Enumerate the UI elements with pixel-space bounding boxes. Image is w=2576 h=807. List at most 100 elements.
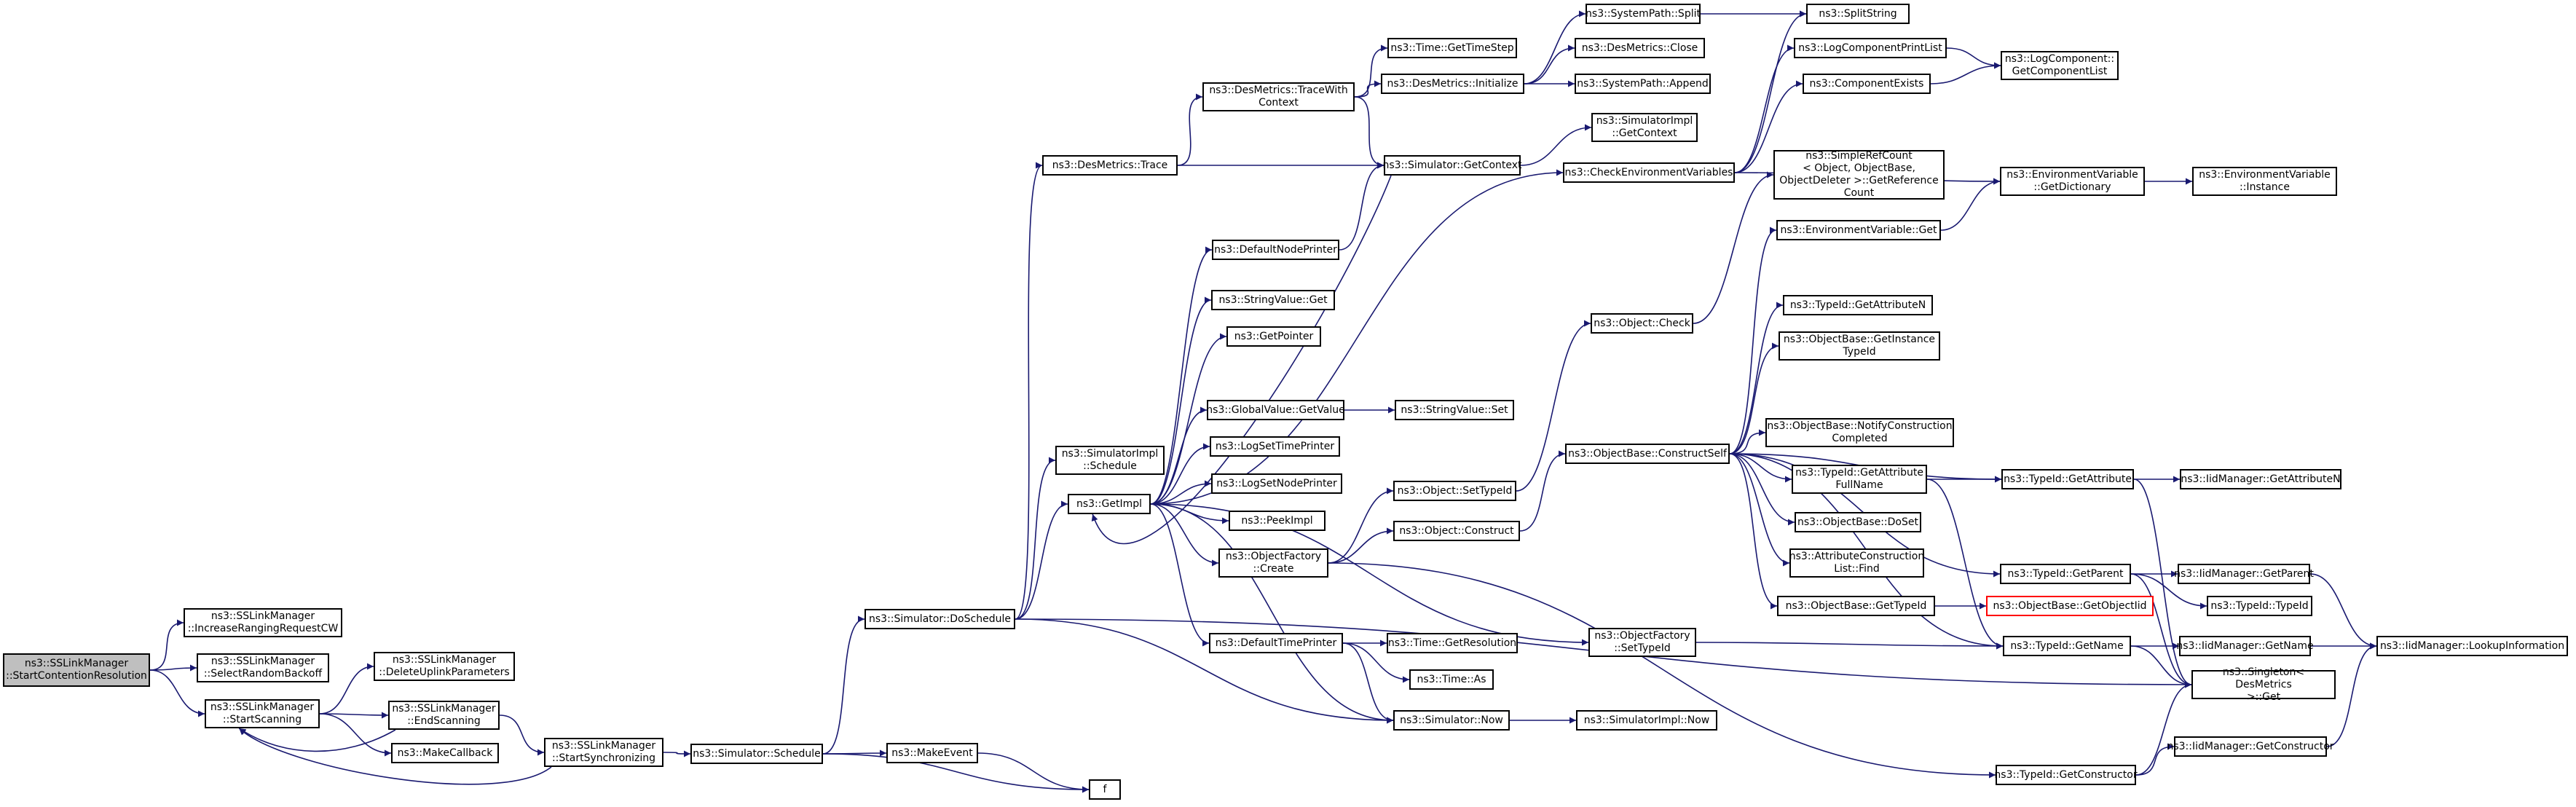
edge-n29-to-n19 bbox=[1339, 162, 1384, 251]
node-n64[interactable]: ns3::TypeId::TypeId bbox=[2207, 596, 2312, 616]
edge-n15-to-n29 bbox=[1150, 246, 1213, 505]
node-n41[interactable]: ns3::Simulator::Now bbox=[1393, 710, 1510, 731]
edge-n8-to-n4 bbox=[238, 728, 552, 785]
node-n40[interactable]: ns3::Time::As bbox=[1409, 669, 1494, 690]
edge-n15-to-n38 bbox=[1150, 503, 1210, 647]
node-n65[interactable]: ns3::TypeId::GetName bbox=[2003, 636, 2131, 656]
node-n24[interactable]: ns3::SplitString bbox=[1806, 4, 1910, 24]
node-n63[interactable]: ns3::IidManager::GetParent bbox=[2174, 564, 2314, 584]
edge-n55-to-n65 bbox=[1926, 479, 2004, 650]
node-n12[interactable]: f bbox=[1089, 779, 1121, 800]
edge-n49-to-n50 bbox=[1940, 178, 2001, 231]
node-n46[interactable]: ns3::Object::Check bbox=[1591, 313, 1693, 334]
edge-n15-to-n41 bbox=[1150, 503, 1394, 724]
node-n31[interactable]: ns3::GetPointer bbox=[1226, 326, 1321, 347]
node-n45[interactable]: ns3::Object::Construct bbox=[1393, 521, 1520, 541]
node-n57[interactable]: ns3::IidManager::GetAttributeN bbox=[2180, 469, 2341, 489]
node-n56[interactable]: ns3::TypeId::GetAttribute bbox=[2001, 469, 2134, 489]
node-n67[interactable]: ns3::IidManager::LookupInformation bbox=[2376, 636, 2568, 656]
node-n11[interactable]: ns3::MakeEvent bbox=[886, 743, 978, 763]
node-n28[interactable]: ns3::LogComponent:: GetComponentList bbox=[2001, 51, 2119, 80]
edge-n10-to-n13 bbox=[1015, 162, 1043, 620]
node-n55[interactable]: ns3::TypeId::GetAttribute FullName bbox=[1792, 465, 1927, 494]
node-n19[interactable]: ns3::Simulator::GetContext bbox=[1382, 155, 1522, 176]
edge-n47-to-n59 bbox=[1729, 453, 1790, 567]
edge-n27-to-n28 bbox=[1930, 62, 2001, 84]
node-n34[interactable]: ns3::LogSetTimePrinter bbox=[1210, 436, 1340, 457]
node-n53[interactable]: ns3::ObjectBase::GetInstance TypeId bbox=[1779, 331, 1940, 361]
edge-n16-to-n18 bbox=[1354, 80, 1382, 98]
node-n33[interactable]: ns3::StringValue::Set bbox=[1395, 400, 1514, 420]
edge-n25-to-n26 bbox=[1734, 44, 1795, 173]
node-n39[interactable]: ns3::Time::GetResolution bbox=[1387, 633, 1518, 653]
node-n51[interactable]: ns3::EnvironmentVariable ::Instance bbox=[2192, 167, 2337, 196]
node-n66[interactable]: ns3::IidManager::GetName bbox=[2176, 636, 2314, 656]
node-n43[interactable]: ns3::ObjectFactory ::SetTypeId bbox=[1588, 628, 1696, 657]
node-n47[interactable]: ns3::ObjectBase::ConstructSelf bbox=[1565, 444, 1730, 464]
node-n48[interactable]: ns3::SimpleRefCount < Object, ObjectBase… bbox=[1773, 150, 1945, 200]
node-n13[interactable]: ns3::DesMetrics::Trace bbox=[1042, 155, 1178, 176]
node-n68[interactable]: ns3::Singleton< DesMetrics >::Get bbox=[2191, 666, 2336, 703]
node-n35[interactable]: ns3::LogSetNodePrinter bbox=[1211, 473, 1342, 494]
node-n20[interactable]: ns3::SystemPath::Split bbox=[1586, 4, 1701, 24]
node-n54[interactable]: ns3::ObjectBase::NotifyConstruction Comp… bbox=[1765, 418, 1954, 447]
edge-n15-to-n34 bbox=[1150, 443, 1210, 505]
edge-n69-to-n70 bbox=[2135, 743, 2175, 776]
edge-n47-to-n49 bbox=[1729, 227, 1777, 454]
node-n59[interactable]: ns3::AttributeConstruction List::Find bbox=[1789, 548, 1924, 578]
node-n25[interactable]: ns3::CheckEnvironmentVariables bbox=[1563, 162, 1735, 183]
node-n62[interactable]: ns3::TypeId::GetParent bbox=[2000, 564, 2131, 584]
node-n16[interactable]: ns3::DesMetrics::TraceWith Context bbox=[1202, 82, 1355, 111]
node-n61[interactable]: ns3::ObjectBase::GetObjectIid bbox=[1986, 596, 2154, 616]
node-n69[interactable]: ns3::TypeId::GetConstructor bbox=[1994, 765, 2138, 785]
node-n49[interactable]: ns3::EnvironmentVariable::Get bbox=[1776, 220, 1941, 240]
node-n58[interactable]: ns3::ObjectBase::DoSet bbox=[1795, 512, 1921, 532]
node-n8[interactable]: ns3::SSLinkManager ::StartSynchronizing bbox=[544, 738, 663, 767]
node-n29[interactable]: ns3::DefaultNodePrinter bbox=[1212, 240, 1339, 260]
node-n50[interactable]: ns3::EnvironmentVariable ::GetDictionary bbox=[2000, 167, 2145, 196]
node-n70[interactable]: ns3::IidManager::GetConstructor bbox=[2167, 736, 2334, 757]
edge-n16-to-n17 bbox=[1354, 44, 1388, 98]
node-n38[interactable]: ns3::DefaultTimePrinter bbox=[1209, 633, 1343, 653]
node-n42[interactable]: ns3::SimulatorImpl::Now bbox=[1576, 710, 1717, 731]
edge-n47-to-n54 bbox=[1729, 429, 1766, 454]
node-n18[interactable]: ns3::DesMetrics::Initialize bbox=[1381, 74, 1524, 94]
node-n7[interactable]: ns3::MakeCallback bbox=[391, 743, 499, 763]
node-n15[interactable]: ns3::GetImpl bbox=[1068, 494, 1151, 514]
edge-n10-to-n14 bbox=[1015, 457, 1056, 620]
node-n22[interactable]: ns3::SystemPath::Append bbox=[1575, 74, 1711, 94]
node-n37[interactable]: ns3::ObjectFactory ::Create bbox=[1218, 548, 1328, 578]
node-n3[interactable]: ns3::SSLinkManager ::SelectRandomBackoff bbox=[197, 653, 329, 682]
node-n23[interactable]: ns3::SimulatorImpl ::GetContext bbox=[1591, 113, 1698, 142]
edge-n1-to-n3 bbox=[149, 664, 197, 672]
node-n10[interactable]: ns3::Simulator::DoSchedule bbox=[864, 609, 1015, 629]
edge-n8-to-n9 bbox=[663, 750, 691, 757]
node-n14[interactable]: ns3::SimulatorImpl ::Schedule bbox=[1055, 446, 1165, 475]
edge-n69-to-n68 bbox=[2135, 681, 2192, 776]
edge-n37-to-n45 bbox=[1328, 527, 1394, 564]
node-n60[interactable]: ns3::ObjectBase::GetTypeId bbox=[1777, 596, 1935, 616]
node-n52[interactable]: ns3::TypeId::GetAttributeN bbox=[1783, 295, 1933, 315]
node-n4[interactable]: ns3::SSLinkManager ::StartScanning bbox=[205, 699, 320, 728]
edge-n25-to-n24 bbox=[1734, 10, 1807, 173]
edge-n15-to-n30 bbox=[1150, 296, 1212, 505]
node-n21[interactable]: ns3::DesMetrics::Close bbox=[1575, 38, 1705, 58]
node-n27[interactable]: ns3::ComponentExists bbox=[1803, 74, 1931, 94]
node-n36[interactable]: ns3::PeekImpl bbox=[1229, 511, 1326, 531]
node-n44[interactable]: ns3::Object::SetTypeId bbox=[1393, 481, 1516, 501]
node-n9[interactable]: ns3::Simulator::Schedule bbox=[690, 744, 823, 764]
edge-n46-to-n48 bbox=[1693, 171, 1774, 324]
node-n32[interactable]: ns3::GlobalValue::GetValue bbox=[1206, 400, 1345, 420]
node-n26[interactable]: ns3::LogComponentPrintList bbox=[1794, 38, 1947, 58]
node-n2[interactable]: ns3::SSLinkManager ::IncreaseRangingRequ… bbox=[184, 608, 342, 637]
edge-n10-to-n15 bbox=[1015, 500, 1068, 620]
node-n30[interactable]: ns3::StringValue::Get bbox=[1211, 290, 1335, 310]
edge-n56-to-n68 bbox=[2133, 479, 2192, 688]
node-n17[interactable]: ns3::Time::GetTimeStep bbox=[1387, 38, 1517, 58]
edge-n62-to-n68 bbox=[2130, 573, 2192, 688]
node-n6[interactable]: ns3::SSLinkManager ::EndScanning bbox=[388, 701, 500, 730]
edge-n37-to-n44 bbox=[1328, 487, 1394, 564]
edge-n65-to-n68 bbox=[2130, 645, 2192, 688]
node-n5[interactable]: ns3::SSLinkManager ::DeleteUplinkParamet… bbox=[374, 652, 515, 681]
